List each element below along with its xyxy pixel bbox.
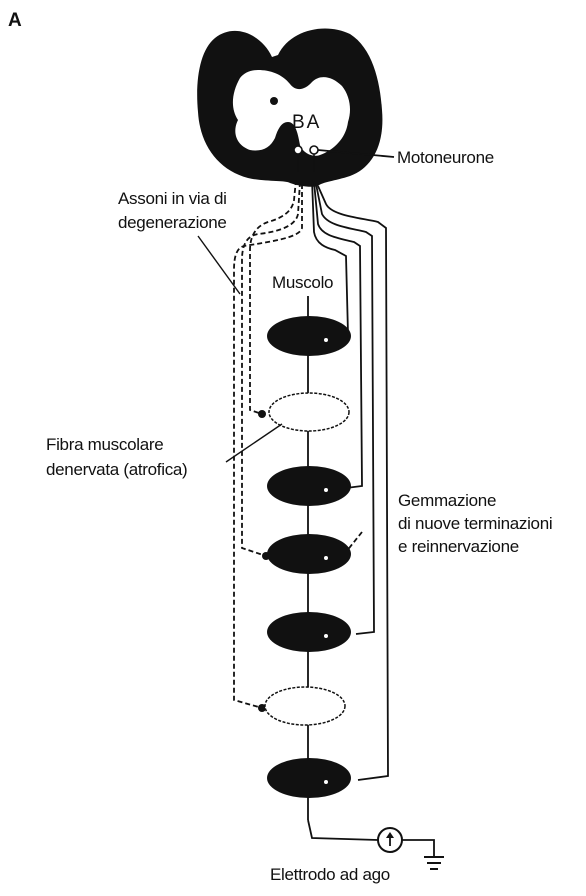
denervated-label-line2: denervata (atrofica) bbox=[46, 459, 187, 480]
degenerating-terminal-1 bbox=[258, 410, 266, 418]
axons-label-line1: Assoni in via di bbox=[118, 188, 227, 209]
muscle-fiber-atrophic-2 bbox=[265, 687, 345, 725]
muscle-fiber-healthy-1 bbox=[267, 316, 351, 356]
spinal-cord-outline bbox=[197, 29, 382, 187]
muscle-label: Muscolo bbox=[272, 272, 333, 293]
sprouting-label-line3: e reinnervazione bbox=[398, 536, 519, 557]
muscle-fiber-reinnervated bbox=[267, 534, 351, 574]
degenerating-axon-1 bbox=[250, 180, 296, 414]
muscle-fiber-healthy-2 bbox=[267, 466, 351, 506]
axon-to-fiber-1 bbox=[312, 180, 348, 336]
denervated-label-line1: Fibra muscolare bbox=[46, 434, 163, 455]
neuron-letters: BA bbox=[292, 112, 321, 133]
ground-icon bbox=[424, 857, 444, 869]
sprouting-label-line2: di nuove terminazioni bbox=[398, 513, 552, 534]
axons-label-line2: degenerazione bbox=[118, 212, 227, 233]
spinal-cord-section bbox=[197, 29, 382, 187]
muscle-fiber-healthy-3 bbox=[267, 612, 351, 652]
muscle-fiber-healthy-4 bbox=[267, 758, 351, 798]
amplifier-to-ground bbox=[402, 840, 434, 856]
motoneurone-label: Motoneurone bbox=[397, 147, 494, 168]
amplifier-icon bbox=[378, 828, 402, 852]
sprouting-label-line1: Gemmazione bbox=[398, 490, 496, 511]
electrode-label: Elettrodo ad ago bbox=[270, 864, 390, 885]
panel-label: A bbox=[8, 10, 21, 31]
electrode-lead bbox=[308, 820, 378, 840]
central-canal bbox=[270, 97, 278, 105]
